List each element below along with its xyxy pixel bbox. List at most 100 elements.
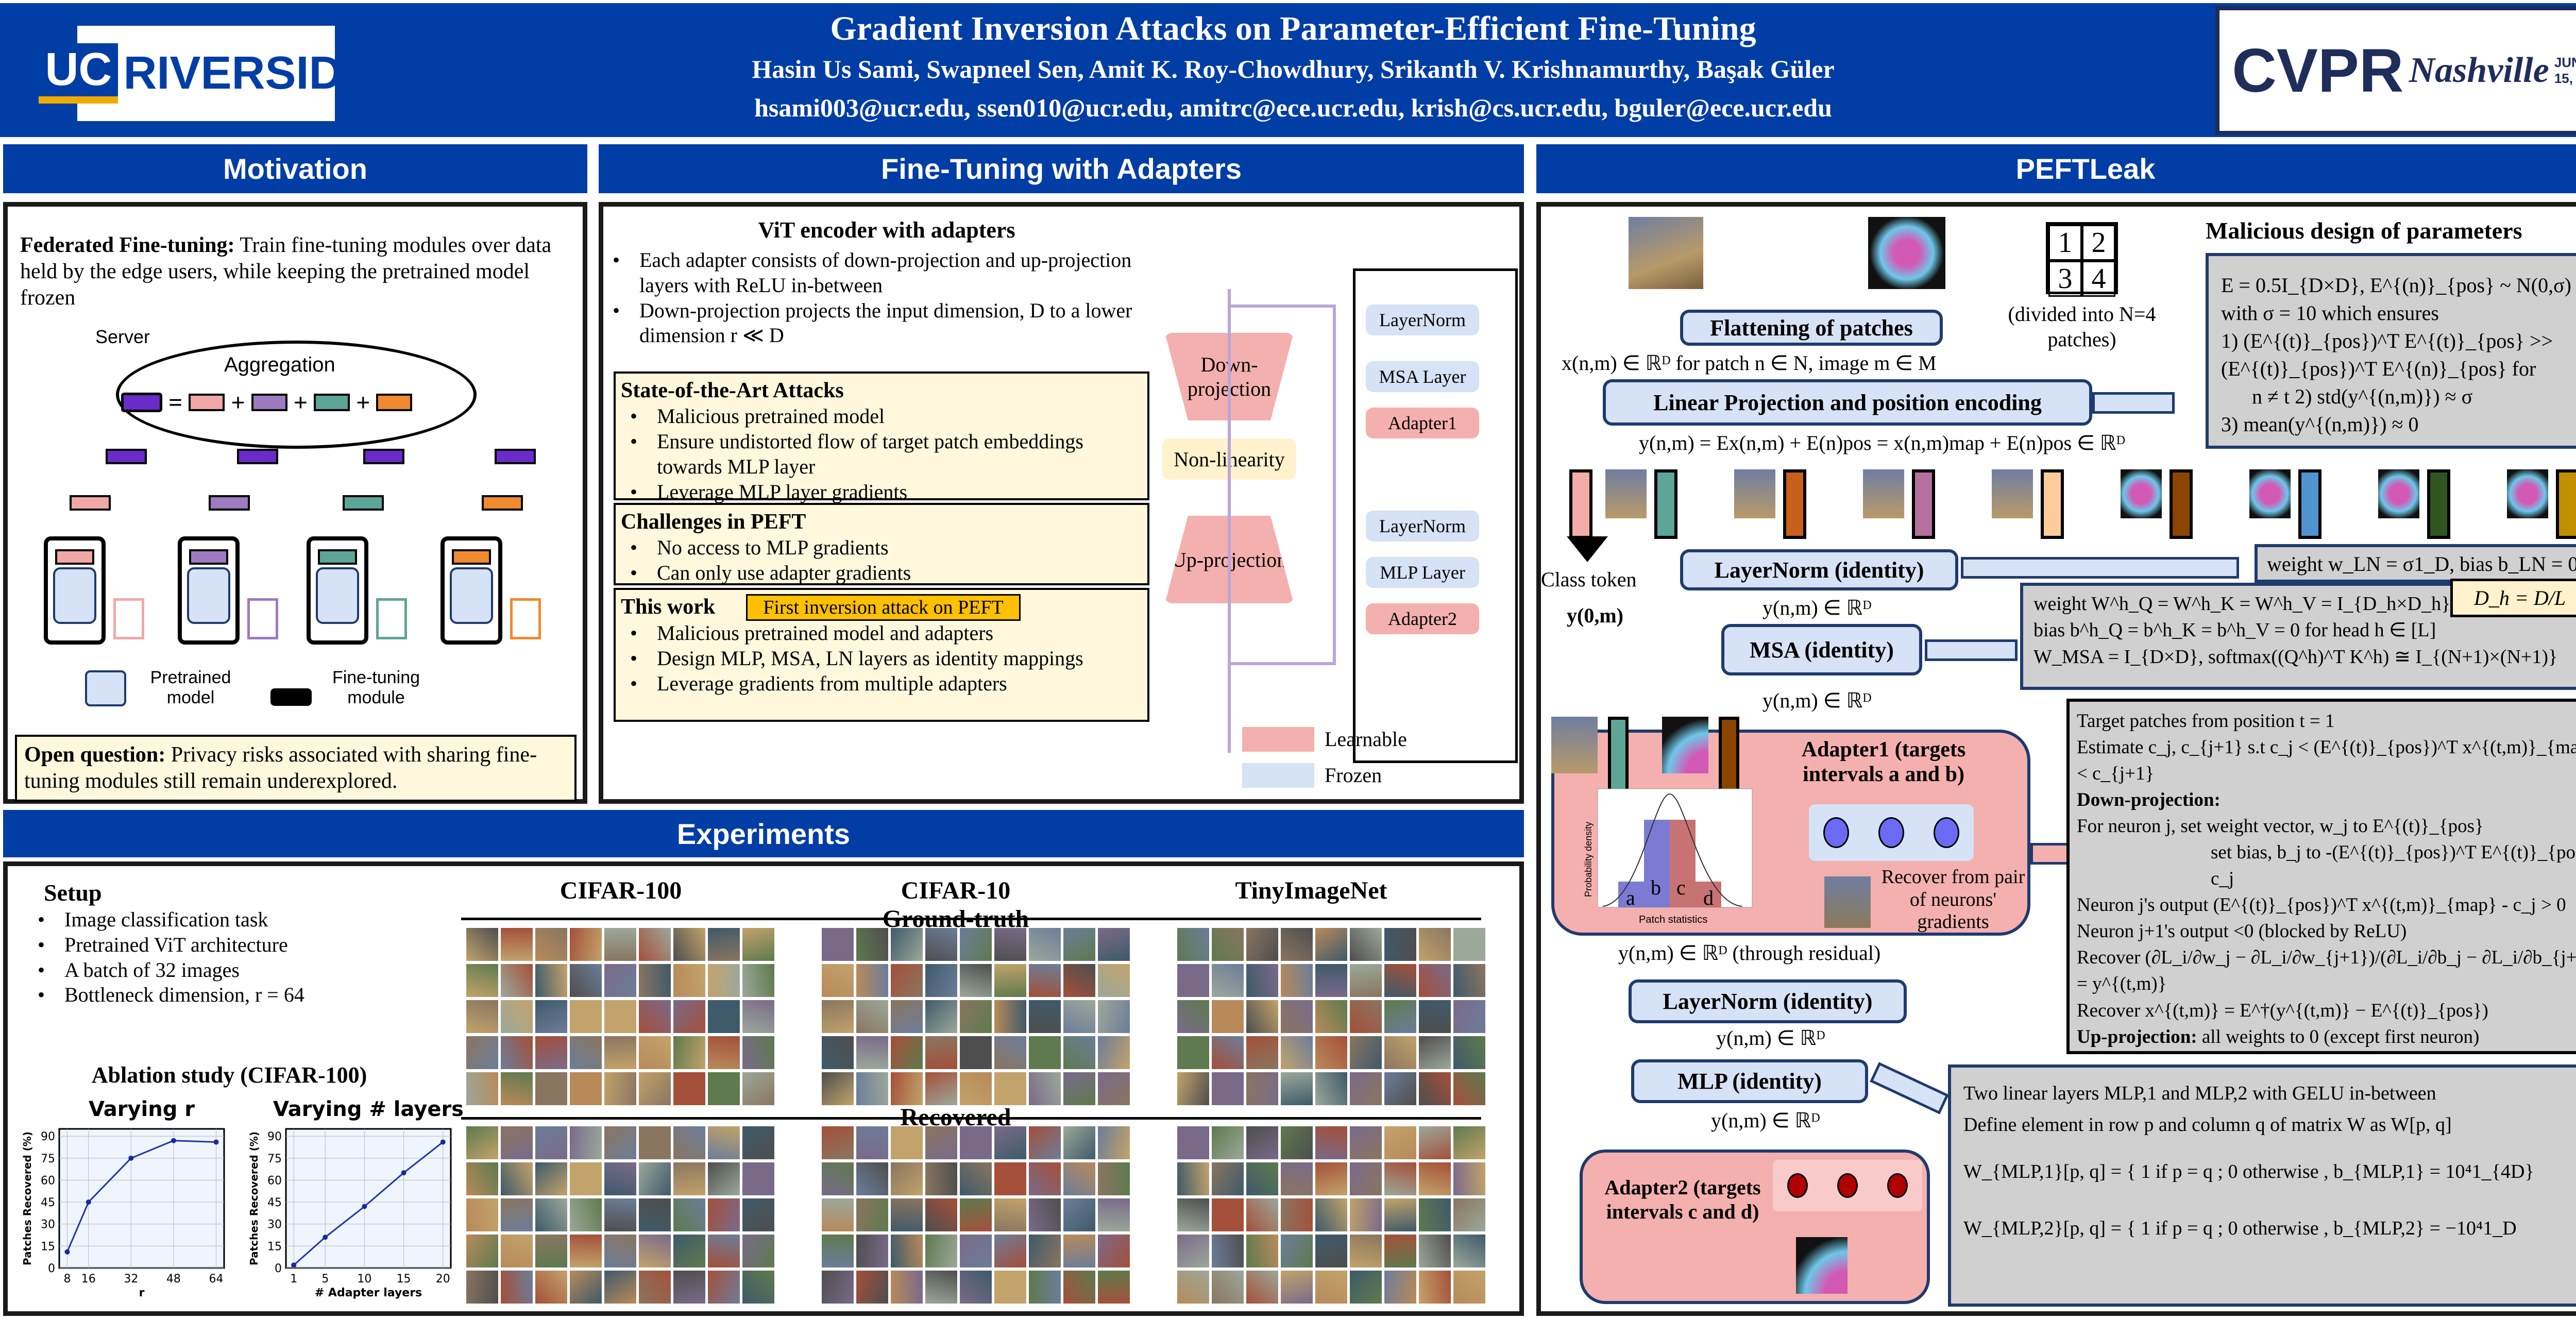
adapter2-neurons [1773, 1160, 1922, 1211]
ground-truth-image-cifar100 [742, 928, 774, 961]
recovered-image-cifar100 [639, 1235, 671, 1267]
x-tick-label: 20 [436, 1273, 450, 1286]
data-point [291, 1262, 297, 1268]
recovered-image-tinyimagenet [1246, 1198, 1278, 1231]
ground-truth-image-tinyimagenet [1246, 928, 1278, 961]
recovered-image-tinyimagenet [1212, 1126, 1244, 1159]
y-tick-label: 15 [41, 1240, 55, 1253]
bullet: Design MLP, MSA, LN layers as identity m… [621, 646, 1142, 671]
ablation-title: Ablation study (CIFAR-100) [91, 1062, 367, 1088]
recovered-image-tinyimagenet [1453, 1126, 1485, 1159]
chart-plot-area [58, 1128, 225, 1269]
ad-line: For neuron j, set weight vector, w_j to … [2077, 816, 2484, 837]
ground-truth-image-cifar10 [1029, 1036, 1061, 1069]
ground-truth-image-cifar100 [466, 964, 498, 997]
arrow-to-mlp-box [1870, 1062, 1949, 1114]
recovered-image-tinyimagenet [1453, 1198, 1485, 1231]
adapter2-label: Adapter2 (targets intervals c and d) [1604, 1176, 1761, 1223]
arrow-to-adapter-box [2030, 843, 2072, 865]
download-module-icon [106, 449, 147, 464]
recovered-image-cifar10 [1029, 1271, 1061, 1304]
recovered-image-cifar10 [1029, 1126, 1061, 1159]
motivation-panel: Federated Fine-tuning: Train fine-tuning… [3, 202, 587, 804]
y-tick-label: 45 [267, 1196, 282, 1209]
recovered-image-cifar10 [960, 1162, 992, 1195]
recovered-image-cifar100 [535, 1162, 567, 1195]
recovered-image-cifar10 [822, 1271, 854, 1304]
ground-truth-image-cifar100 [708, 1036, 740, 1069]
malicious-title: Malicious design of parameters [2206, 217, 2522, 244]
ground-truth-image-cifar10 [925, 928, 957, 961]
recovered-image-tinyimagenet [1177, 1235, 1209, 1267]
recovered-image-cifar10 [994, 1162, 1026, 1195]
class-token-label: Class token [1541, 568, 1637, 591]
recovered-image-cifar100 [466, 1198, 498, 1231]
data-point [440, 1139, 446, 1145]
ground-truth-image-cifar100 [535, 1072, 567, 1105]
ground-truth-image-cifar10 [994, 1000, 1026, 1033]
recovered-image-cifar10 [891, 1198, 923, 1231]
ground-truth-image-tinyimagenet [1419, 928, 1451, 961]
y-after-ln2: y(n,m) ∈ ℝᴰ [1716, 1026, 1825, 1050]
ground-truth-image-tinyimagenet [1246, 964, 1278, 997]
recovered-image-cifar10 [856, 1162, 888, 1195]
recovered-image-tinyimagenet [1419, 1162, 1451, 1195]
ground-truth-image-tinyimagenet [1246, 1072, 1278, 1105]
recovered-image-tinyimagenet [1177, 1126, 1209, 1159]
recovered-image-cifar100 [604, 1198, 636, 1231]
ground-truth-image-cifar10 [1029, 1072, 1061, 1105]
ground-truth-image-tinyimagenet [1177, 1000, 1209, 1033]
class-token-y: y(0,m) [1567, 604, 1623, 627]
patch-thumbnail [2507, 469, 2548, 518]
ground-truth-image-cifar10 [891, 1000, 923, 1033]
y-tick-label: 0 [275, 1262, 282, 1275]
recovered-image-cifar10 [856, 1126, 888, 1159]
data-point [362, 1204, 367, 1209]
recovered-image-tinyimagenet [1281, 1126, 1313, 1159]
recovered-image-tinyimagenet [1350, 1162, 1382, 1195]
recovered-image-cifar10 [891, 1271, 923, 1304]
ground-truth-image-cifar100 [604, 1000, 636, 1033]
mal-line: 1) (E^{(t)}_{pos})^T E^{(t)}_{pos} >> (E… [2221, 329, 2553, 380]
histogram-bar-b [1644, 820, 1670, 907]
neuron-icon [1837, 1173, 1858, 1198]
pretrained-model-icon [53, 567, 96, 624]
bullet: Bottleneck dimension, r = 64 [28, 983, 430, 1008]
dataset-tinyimagenet: TinyImageNet [1235, 877, 1387, 904]
data-point [128, 1155, 134, 1161]
recovered-image-cifar10 [960, 1126, 992, 1159]
recovered-image-cifar100 [570, 1126, 602, 1159]
patch-grid: 1 2 3 4 [2046, 222, 2118, 297]
data-point [86, 1199, 91, 1205]
mlp-line: W_{MLP,1}[p, q] = { 1 if p = q ; 0 other… [1963, 1160, 2534, 1182]
data-point [213, 1139, 219, 1145]
ground-truth-image-cifar100 [673, 1072, 705, 1105]
module-icon [189, 394, 225, 411]
module-icon [376, 394, 413, 411]
recovered-image-cifar10 [994, 1126, 1026, 1159]
recovered-image-cifar10 [822, 1235, 854, 1267]
recovered-image-tinyimagenet [1419, 1126, 1451, 1159]
sample-image-flower [1868, 217, 1945, 289]
upload-module-icon [343, 495, 384, 511]
bullet: Down-projection projects the input dimen… [603, 298, 1170, 349]
cvpr-logo-city: Nashville [2409, 50, 2549, 90]
recovered-image-tinyimagenet [1419, 1198, 1451, 1231]
mal-line: 3) mean(y^{(n,m)}) ≈ 0 [2221, 413, 2419, 436]
y-after-mlp: y(n,m) ∈ ℝᴰ [1711, 1109, 1820, 1132]
upload-module-icon [482, 495, 523, 511]
ground-truth-image-tinyimagenet [1315, 1036, 1347, 1069]
recovered-image-tinyimagenet [1315, 1198, 1347, 1231]
ground-truth-image-cifar10 [856, 1036, 888, 1069]
recovered-image-cifar100 [639, 1126, 671, 1159]
ground-truth-image-tinyimagenet [1350, 928, 1382, 961]
patch-token-bar [2041, 469, 2064, 539]
ground-truth-image-tinyimagenet [1453, 964, 1485, 997]
bullet: Leverage MLP layer gradients [621, 480, 1142, 505]
setup-list: Image classification task Pretrained ViT… [28, 907, 430, 1008]
patch-token-bar [2556, 469, 2576, 539]
recovered-image-tinyimagenet [1350, 1126, 1382, 1159]
ground-truth-image-cifar100 [708, 1000, 740, 1033]
ground-truth-image-tinyimagenet [1281, 1072, 1313, 1105]
recovered-image-cifar100 [466, 1126, 498, 1159]
